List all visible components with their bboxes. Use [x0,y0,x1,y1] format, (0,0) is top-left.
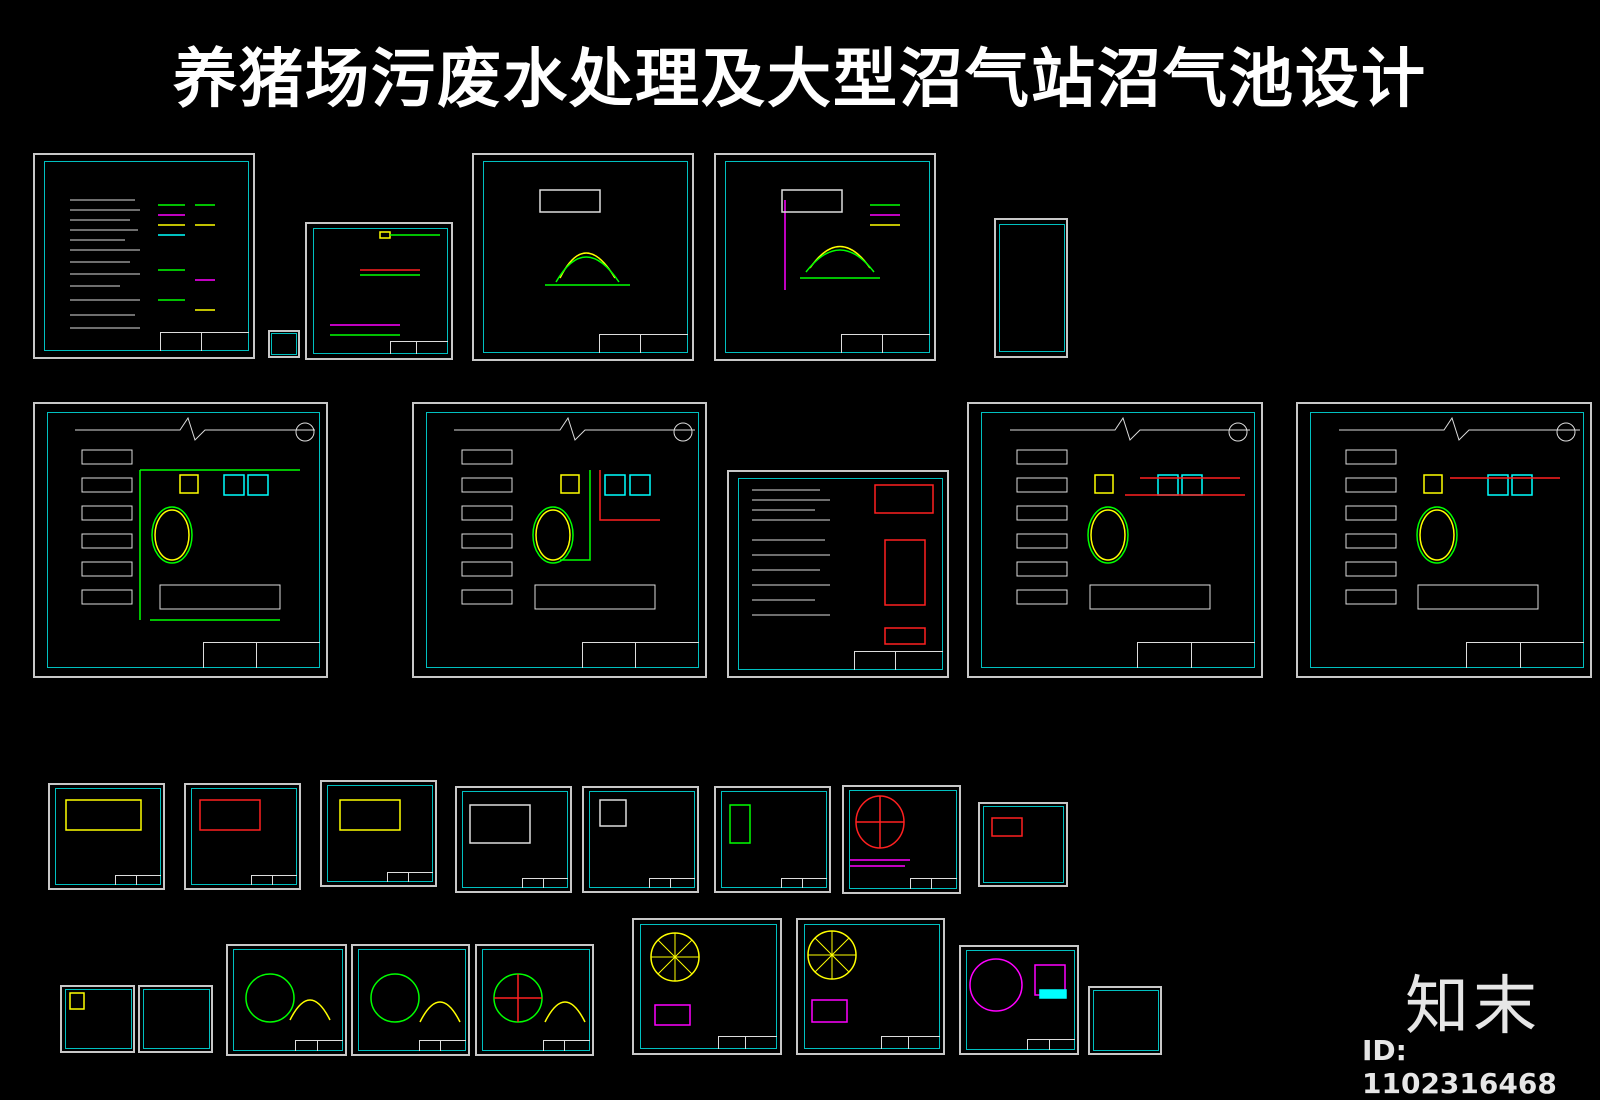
drawing-sheet[interactable] [455,786,572,893]
drawing-sheet[interactable] [714,786,831,893]
drawing-sheet[interactable] [60,985,135,1053]
drawing-sheet[interactable] [1296,402,1592,678]
drawing-sheet[interactable] [33,153,255,359]
drawing-sheet[interactable] [475,944,594,1056]
drawing-sheet[interactable] [582,786,699,893]
drawing-sheet[interactable] [967,402,1263,678]
drawing-sheet[interactable] [268,330,300,358]
drawing-sheet[interactable] [351,944,470,1056]
drawing-sheet[interactable] [796,918,945,1055]
drawing-sheet[interactable] [994,218,1068,358]
drawing-sheet[interactable] [1088,986,1162,1055]
drawing-sheet[interactable] [184,783,301,890]
drawing-sheet[interactable] [959,945,1079,1055]
drawing-sheet[interactable] [305,222,453,360]
drawing-sheet[interactable] [714,153,936,361]
brand-id-label: ID: 1102316468 [1362,1034,1557,1100]
drawing-sheet[interactable] [138,985,213,1053]
page-title: 养猪场污废水处理及大型沼气站沼气池设计 [173,43,1427,117]
drawing-sheet[interactable] [33,402,328,678]
drawing-sheet[interactable] [412,402,707,678]
drawing-sheet[interactable] [320,780,437,887]
drawing-sheet[interactable] [48,783,165,890]
brand-logo: 知末 [1405,970,1541,1044]
drawing-sheet[interactable] [978,802,1068,887]
